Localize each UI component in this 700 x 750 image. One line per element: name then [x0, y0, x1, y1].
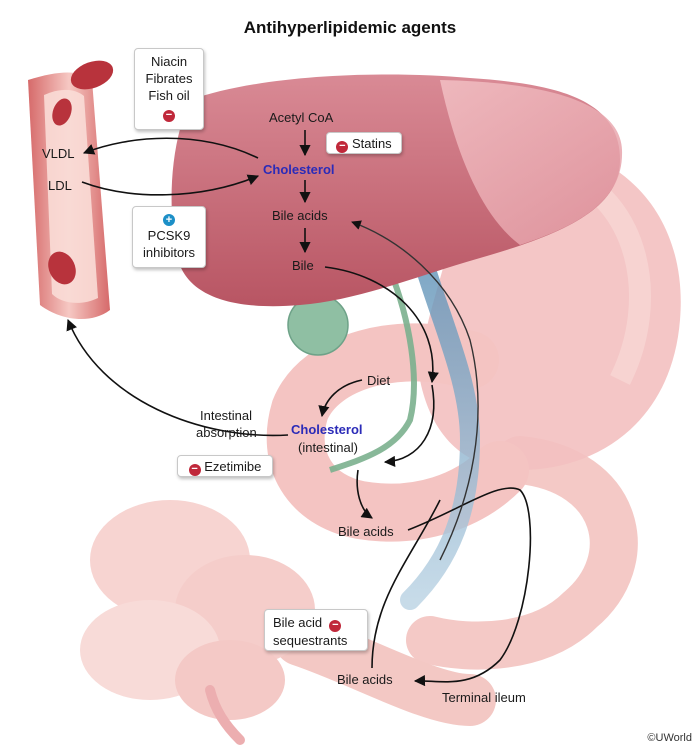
ezetimibe-box: − Ezetimibe	[177, 455, 273, 477]
arrow-ldl-to-cholesterol	[81, 174, 260, 196]
sequestrants-label: sequestrants	[273, 633, 348, 648]
inhibit-icon: −	[163, 110, 175, 122]
bile-acids-bottom-label: Bile acids	[337, 672, 393, 687]
arrow-bile-to-intestine	[324, 266, 439, 384]
bile-acid-text: Bile acid	[273, 615, 323, 630]
niacin-fibrates-fishoil-box: Niacin Fibrates Fish oil −	[134, 48, 204, 130]
bile-acid-label: Bile acid −	[273, 614, 367, 632]
bile-acid-sequestrants-box: Bile acid − sequestrants	[264, 609, 368, 651]
arrow-ileum-bileacids-up	[371, 499, 441, 669]
arrow-cholesterol-to-vldl	[82, 137, 259, 159]
cholesterol-liver-label: Cholesterol	[263, 162, 335, 177]
diet-label: Diet	[367, 373, 391, 388]
cholesterol-intestinal-label: Cholesterol	[291, 422, 363, 437]
niacin-label: Niacin	[150, 54, 188, 69]
inhibit-icon: −	[188, 464, 201, 476]
diagram-title: Antihyperlipidemic agents	[243, 18, 457, 37]
liver-right-lobe	[440, 80, 623, 245]
ezetimibe-label: Ezetimibe	[204, 459, 262, 474]
arrow-intestinal-absorption	[66, 318, 289, 437]
arrow-intestine-to-bileacids	[383, 384, 435, 468]
blood-vessel	[28, 60, 114, 320]
arrow-diet-to-cholesterol	[318, 379, 363, 418]
intestinal-absorption-label-2: absorption	[196, 425, 257, 440]
inhibit-icon: −	[336, 141, 349, 153]
red-blood-cell	[52, 98, 72, 126]
acetyl-coa-label: Acetyl CoA	[269, 110, 334, 125]
statins-label: Statins	[351, 136, 392, 151]
bile-acids-liver-label: Bile acids	[272, 208, 328, 223]
bile-label: Bile	[292, 258, 314, 273]
inhibit-icon: −	[329, 620, 342, 632]
bile-acids-mid-label: Bile acids	[338, 524, 394, 539]
terminal-ileum-label: Terminal ileum	[442, 690, 526, 705]
ldl-label: LDL	[48, 178, 72, 193]
arrow-enterohepatic-return	[351, 220, 479, 561]
vldl-label: VLDL	[42, 146, 75, 161]
fish-oil-label: Fish oil	[148, 88, 190, 103]
arrow-bileacids-to-ileum	[407, 487, 532, 687]
red-blood-cell	[48, 251, 76, 285]
inhibitors-label: inhibitors	[142, 245, 196, 260]
pcsk9-inhibitors-box: + PCSK9 inhibitors	[132, 206, 206, 268]
intestinal-paren-label: (intestinal)	[298, 440, 358, 455]
red-blood-cell	[70, 60, 114, 90]
copyright-credit: ©UWorld	[647, 732, 692, 744]
intestinal-absorption-label-1: Intestinal	[200, 408, 253, 423]
pcsk9-label: PCSK9	[147, 228, 191, 243]
arrow-cholesterol-to-bileacids-mid	[356, 469, 373, 519]
fibrates-label: Fibrates	[145, 71, 193, 86]
pancreatic-duct	[329, 268, 417, 473]
common-bile-duct	[400, 240, 481, 610]
stimulate-icon: +	[163, 214, 175, 226]
statins-box: − Statins	[326, 132, 402, 154]
